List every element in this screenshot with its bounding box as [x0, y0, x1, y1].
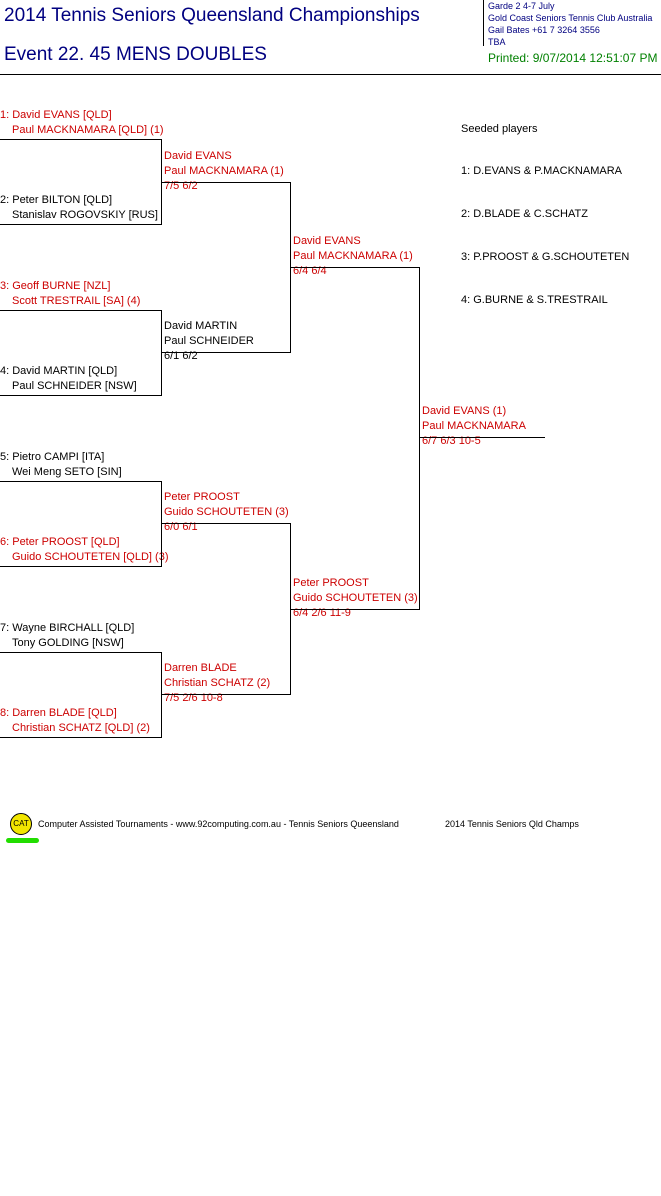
- info-line-4: TBA: [488, 37, 506, 47]
- round2-score: 7/5 6/2: [164, 180, 198, 192]
- round2-team-line1: David MARTIN: [164, 320, 238, 332]
- entry-team-line1: 8: Darren BLADE [QLD]: [0, 707, 117, 719]
- bracket-line: [0, 652, 162, 653]
- round2-score: 6/1 6/2: [164, 350, 198, 362]
- round2-team-line1: Peter PROOST: [164, 491, 240, 503]
- semifinal-score: 6/4 2/6 11-9: [293, 607, 351, 619]
- semifinal-score: 6/4 6/4: [293, 265, 327, 277]
- entry-team-line1: 3: Geoff BURNE [NZL]: [0, 280, 111, 292]
- winner-line2: Paul MACKNAMARA: [422, 420, 526, 432]
- bracket-line: [161, 652, 162, 738]
- seed-item: 4: G.BURNE & S.TRESTRAIL: [461, 294, 608, 306]
- info-line-2: Gold Coast Seniors Tennis Club Australia: [488, 13, 653, 23]
- info-line-1: Garde 2 4-7 July: [488, 1, 555, 11]
- round2-team-line2: Christian SCHATZ (2): [164, 677, 271, 689]
- round2-team-line2: Paul SCHNEIDER: [164, 335, 254, 347]
- bracket-line: [162, 523, 291, 524]
- bracket-line: [290, 523, 291, 695]
- tournament-title: 2014 Tennis Seniors Queensland Champions…: [4, 5, 420, 26]
- printed-timestamp: Printed: 9/07/2014 12:51:07 PM: [488, 51, 658, 65]
- info-box-divider: [483, 0, 484, 46]
- entry-team-line1: 6: Peter PROOST [QLD]: [0, 536, 120, 548]
- bracket-line: [419, 267, 420, 610]
- semifinal-team-line2: Paul MACKNAMARA (1): [293, 250, 413, 262]
- round2-team-line2: Paul MACKNAMARA (1): [164, 165, 284, 177]
- entry-team-line2: Scott TRESTRAIL [SA] (4): [12, 295, 141, 307]
- bracket-line: [161, 481, 162, 567]
- footer-tournament: 2014 Tennis Seniors Qld Champs: [445, 819, 579, 829]
- footer-credit: Computer Assisted Tournaments - www.92co…: [38, 819, 399, 829]
- bracket-line: [161, 139, 162, 225]
- entry-team-line2: Paul SCHNEIDER [NSW]: [12, 380, 137, 392]
- bracket-line: [0, 395, 162, 396]
- bracket-line: [420, 437, 545, 438]
- entry-team-line2: Paul MACKNAMARA [QLD] (1): [12, 124, 164, 136]
- final-score: 6/7 6/3 10-5: [422, 435, 481, 447]
- round2-team-line1: David EVANS: [164, 150, 232, 162]
- round2-score: 7/5 2/6 10-8: [164, 692, 223, 704]
- bracket-line: [161, 310, 162, 396]
- bracket-line: [0, 566, 162, 567]
- bracket-line: [162, 694, 291, 695]
- entry-team-line2: Tony GOLDING [NSW]: [12, 637, 124, 649]
- bracket-line: [0, 224, 162, 225]
- bracket-line: [162, 352, 291, 353]
- semifinal-team-line2: Guido SCHOUTETEN (3): [293, 592, 418, 604]
- entry-team-line1: 5: Pietro CAMPI [ITA]: [0, 451, 105, 463]
- round2-team-line1: Darren BLADE: [164, 662, 237, 674]
- entry-team-line1: 1: David EVANS [QLD]: [0, 109, 112, 121]
- seeded-heading: Seeded players: [461, 123, 538, 135]
- seed-item: 3: P.PROOST & G.SCHOUTETEN: [461, 251, 630, 263]
- bracket-line: [290, 182, 291, 353]
- entry-team-line1: 2: Peter BILTON [QLD]: [0, 194, 113, 206]
- logo-underline: [6, 838, 39, 843]
- seed-item: 1: D.EVANS & P.MACKNAMARA: [461, 165, 622, 177]
- bracket-line: [0, 310, 162, 311]
- cat-logo-icon: CAT: [10, 813, 32, 835]
- entry-team-line2: Guido SCHOUTETEN [QLD] (3): [12, 551, 169, 563]
- round2-score: 6/0 6/1: [164, 521, 198, 533]
- round2-team-line2: Guido SCHOUTETEN (3): [164, 506, 289, 518]
- bracket-line: [0, 737, 162, 738]
- entry-team-line2: Christian SCHATZ [QLD] (2): [12, 722, 150, 734]
- bracket-line: [291, 267, 420, 268]
- entry-team-line2: Stanislav ROGOVSKIY [RUS]: [12, 209, 158, 221]
- bracket-line: [291, 609, 420, 610]
- entry-team-line1: 4: David MARTIN [QLD]: [0, 365, 118, 377]
- winner-line1: David EVANS (1): [422, 405, 507, 417]
- info-line-3: Gail Bates +61 7 3264 3556: [488, 25, 600, 35]
- entry-team-line1: 7: Wayne BIRCHALL [QLD]: [0, 622, 135, 634]
- semifinal-team-line1: David EVANS: [293, 235, 361, 247]
- bracket-line: [0, 139, 162, 140]
- header-rule: [0, 74, 661, 75]
- seed-item: 2: D.BLADE & C.SCHATZ: [461, 208, 588, 220]
- semifinal-team-line1: Peter PROOST: [293, 577, 369, 589]
- event-title: Event 22. 45 MENS DOUBLES: [4, 44, 267, 65]
- entry-team-line2: Wei Meng SETO [SIN]: [12, 466, 122, 478]
- bracket-line: [162, 182, 291, 183]
- bracket-line: [0, 481, 162, 482]
